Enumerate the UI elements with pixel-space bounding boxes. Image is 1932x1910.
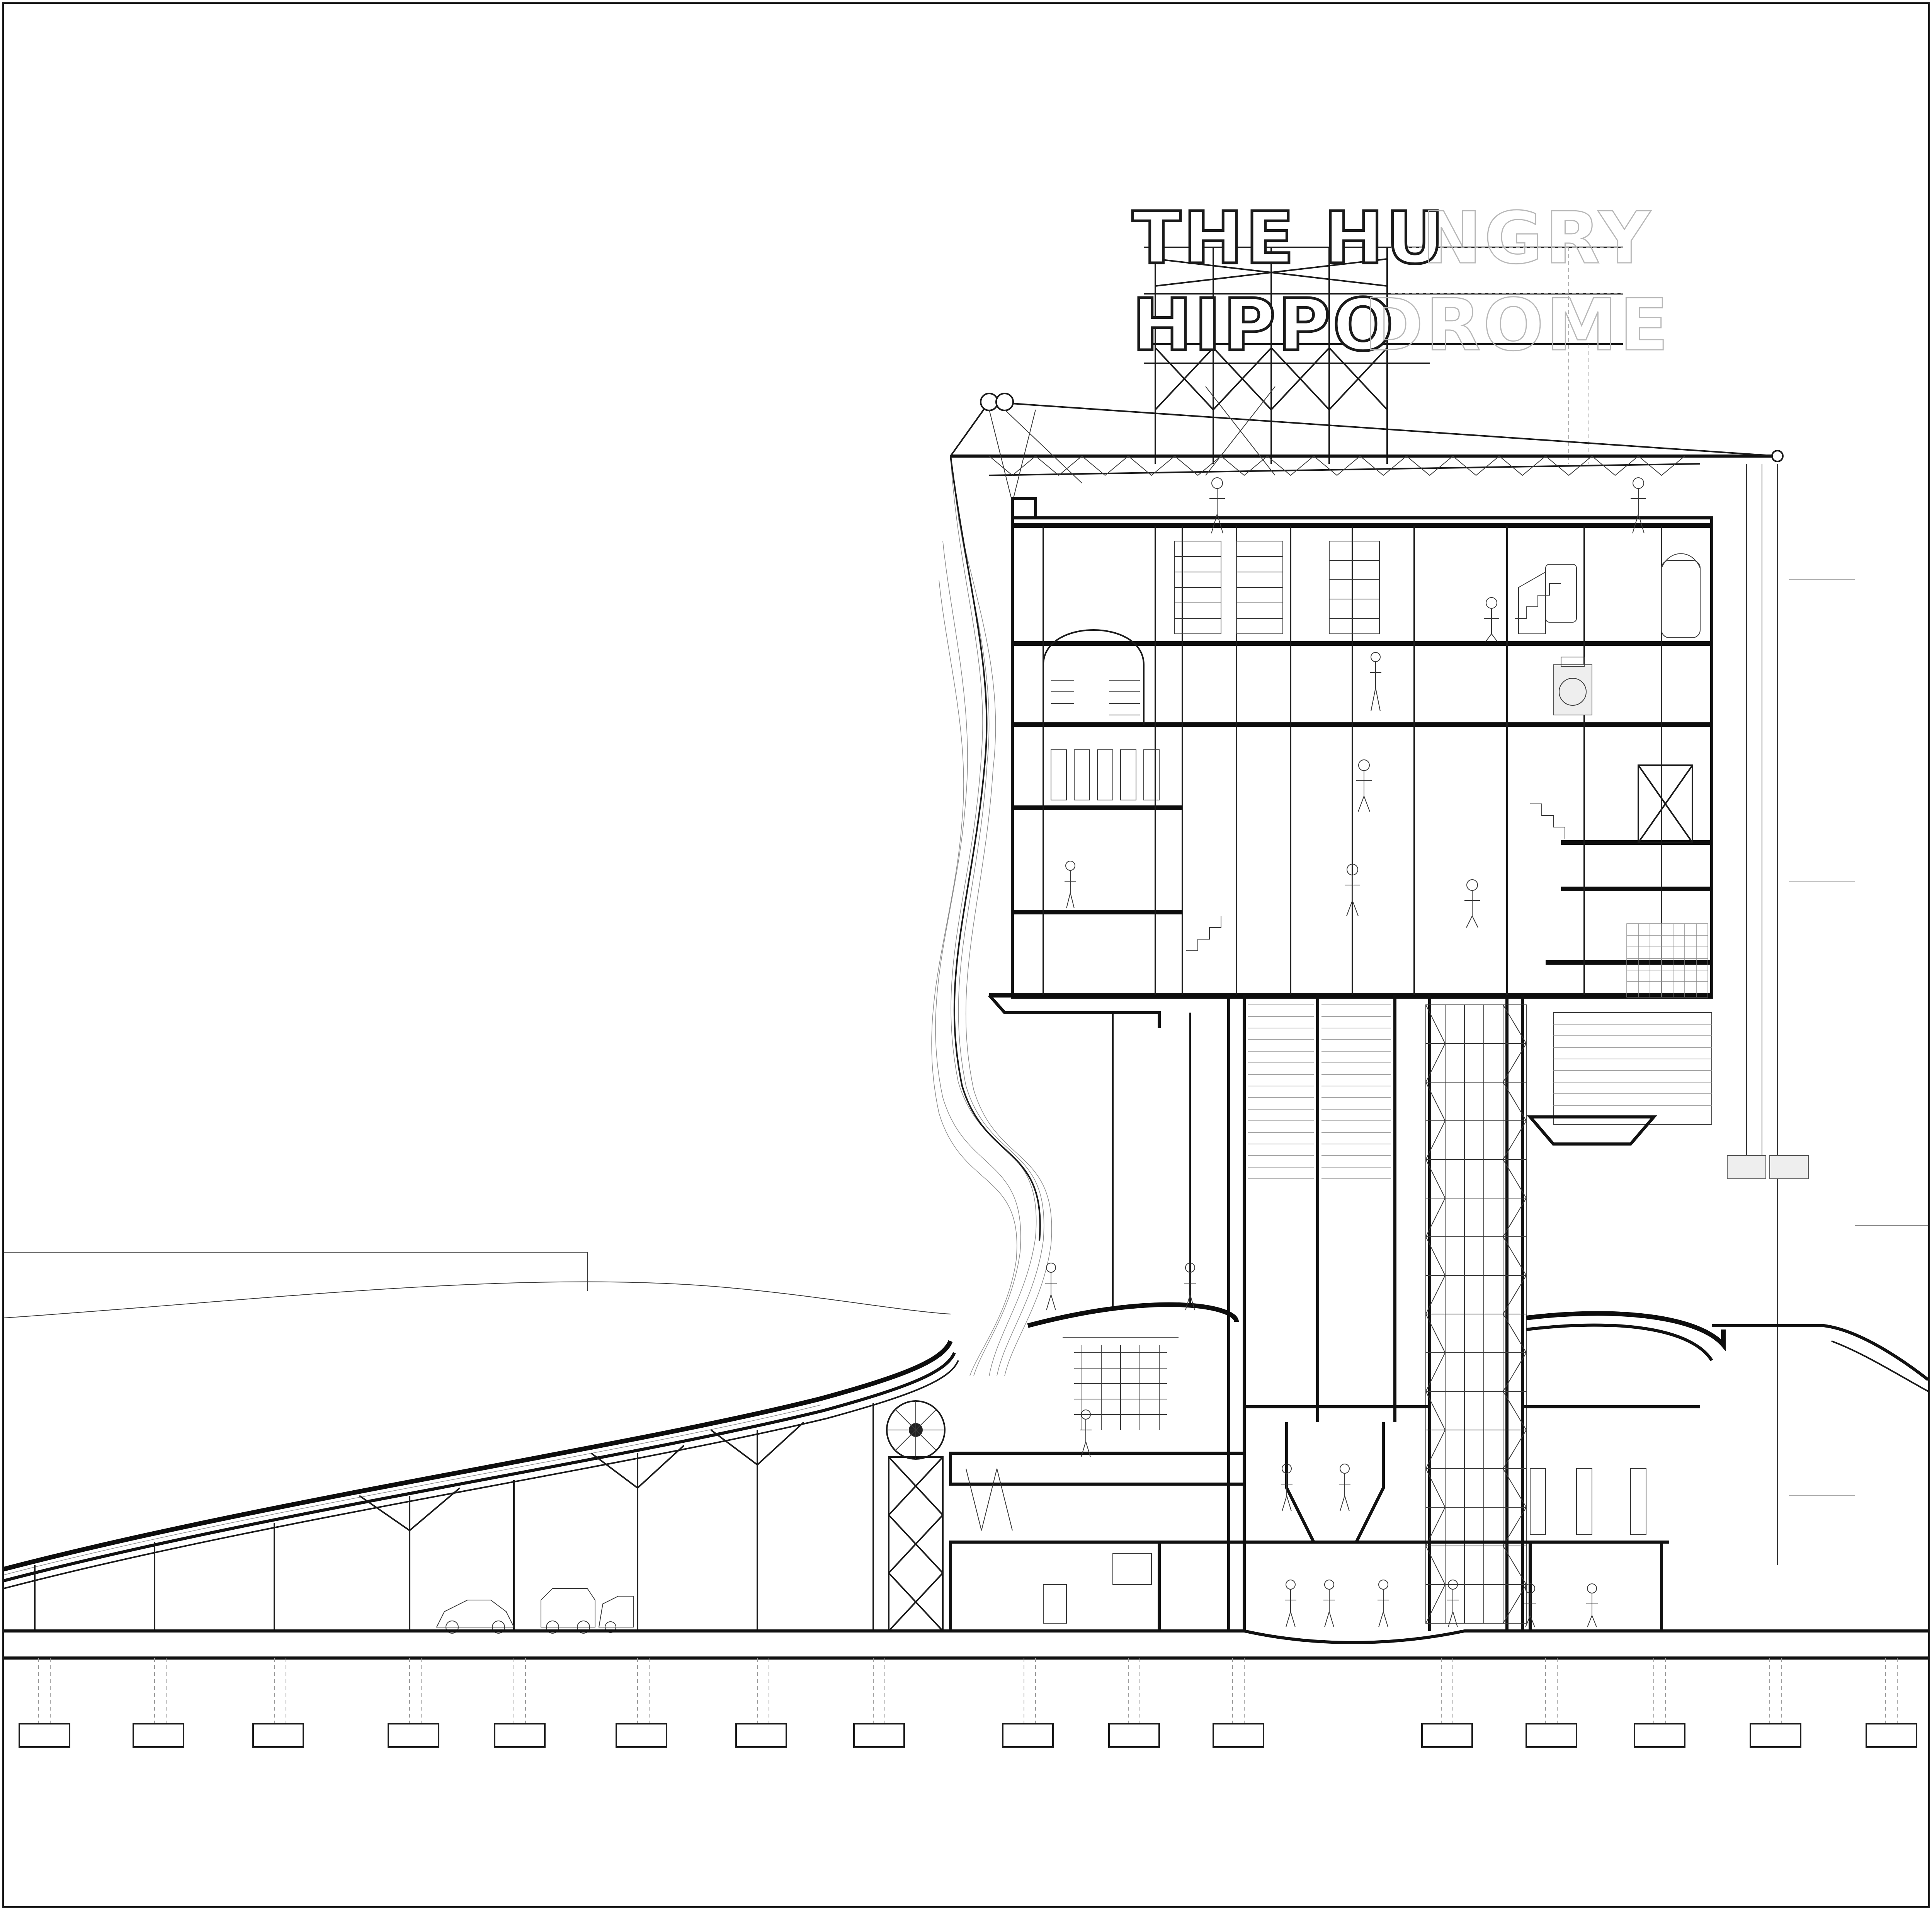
grinder-machine: [1553, 657, 1592, 715]
car-compact: [598, 1596, 634, 1633]
rack-tower: [1425, 1004, 1527, 1624]
ground-level: [4, 1337, 1928, 1644]
human-figures: [1045, 477, 1646, 1627]
crane-pulley-left: [980, 393, 998, 411]
crane-pulley-right: [995, 393, 1014, 411]
curved-track: [3, 1302, 1929, 1632]
brewing-vessels: [1518, 553, 1701, 638]
foundations: [4, 1656, 1928, 1748]
dry-rack: [1063, 1337, 1179, 1430]
sign-line2-ghost: DROME: [1364, 283, 1671, 367]
equipment-tanks: [1051, 749, 1160, 800]
fitness-machines: [1530, 1468, 1646, 1535]
roof-truss: [950, 386, 1784, 503]
upper-building: [989, 497, 1713, 999]
background-terrain: [3, 1225, 1928, 1318]
sign-line1-ghost: NGRY: [1422, 196, 1653, 280]
car-suv: [541, 1588, 595, 1634]
grand-stair: [1248, 1004, 1391, 1179]
central-tower: [1227, 464, 1809, 1631]
crane-pulley-far: [1771, 450, 1784, 462]
floor-slabs: [989, 523, 1712, 998]
columns-upper: [1043, 526, 1662, 995]
sign-truss-frame: [1144, 247, 1623, 464]
drive-wheel: [886, 1400, 946, 1460]
car-sedan: [436, 1600, 515, 1634]
storage-racks: [1174, 541, 1380, 634]
stairs-upper: [1186, 583, 1565, 951]
sign-line2-solid: HIPPO: [1132, 283, 1396, 367]
arched-oven-room: [1043, 629, 1145, 725]
roof-sign: THE HU NGRY HIPPO DROME: [1131, 195, 1671, 464]
lattice-support-tower: [888, 1456, 944, 1632]
mesh-panel: [1626, 923, 1708, 998]
draped-fabric-waves: [931, 456, 1052, 1376]
sign-line1-solid: THE HU: [1132, 196, 1446, 280]
level-markers: [1789, 579, 1855, 1496]
suspended-platform: [1527, 1012, 1712, 1146]
